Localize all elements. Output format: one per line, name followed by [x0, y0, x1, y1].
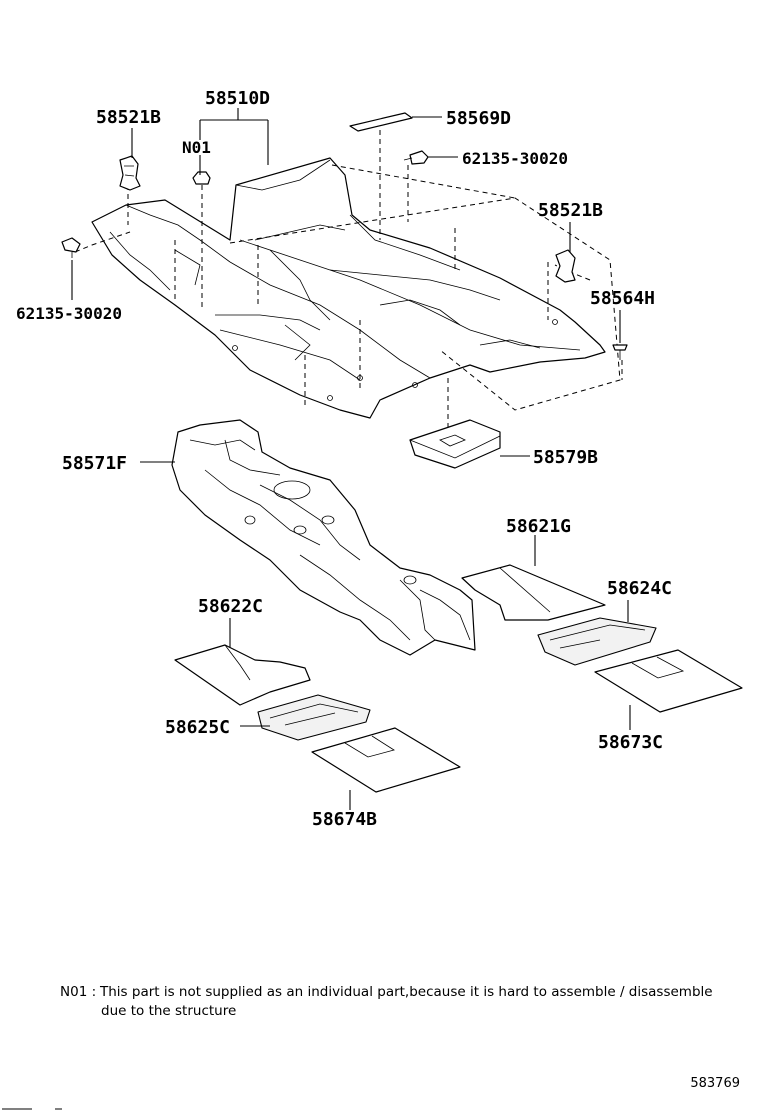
label-58673c: 58673C — [598, 732, 663, 753]
label-58579b: 58579B — [533, 447, 598, 468]
silencer-58571f — [171, 419, 476, 656]
document-id: 583769 — [690, 1076, 740, 1091]
assembly-dashed-lines — [74, 130, 623, 430]
footnote-code: N01 : — [60, 984, 97, 1000]
mat-58673c — [594, 649, 743, 713]
leader-lines — [71, 108, 631, 810]
label-58521b-left: 58521B — [96, 107, 161, 128]
label-58622c: 58622C — [198, 596, 263, 617]
label-58571f: 58571F — [62, 453, 127, 474]
pin-58564h — [612, 344, 628, 360]
clip-58521b-left — [119, 155, 141, 191]
mat-58622c — [174, 644, 311, 706]
label-58510d: 58510D — [205, 88, 270, 109]
label-58564h: 58564H — [590, 288, 655, 309]
bolt-62135-left — [61, 237, 81, 258]
footnote-line-2: due to the structure — [101, 1003, 237, 1019]
footnote: N01 :This part is not supplied as an ind… — [60, 983, 740, 1021]
part-labels: 58510D 58521B N01 58569D 62135-30020 585… — [16, 88, 672, 830]
floor-carpet-58510d — [91, 157, 606, 419]
tray-58625c — [257, 694, 371, 741]
footnote-line-1: N01 :This part is not supplied as an ind… — [60, 983, 740, 1002]
mat-58621g — [461, 564, 606, 621]
mat-58674b — [311, 727, 461, 793]
label-62135-30020-left: 62135-30020 — [16, 304, 122, 323]
plate-58569d — [349, 112, 413, 132]
label-58569d: 58569D — [446, 108, 511, 129]
bolt-62135-right — [403, 150, 429, 165]
grommet-n01 — [192, 171, 211, 185]
cover-58579b — [409, 419, 501, 469]
tray-58624c — [537, 617, 657, 666]
footnote-text-1: This part is not supplied as an individu… — [100, 984, 713, 1000]
label-62135-30020-right: 62135-30020 — [462, 149, 568, 168]
label-58625c: 58625C — [165, 717, 230, 738]
clip-58521b-right — [555, 249, 576, 283]
label-58624c: 58624C — [607, 578, 672, 599]
corner-marks — [2, 1108, 62, 1110]
label-n01: N01 — [182, 138, 211, 157]
label-58674b: 58674B — [312, 809, 377, 830]
label-58521b-right: 58521B — [538, 200, 603, 221]
label-58621g: 58621G — [506, 516, 571, 537]
